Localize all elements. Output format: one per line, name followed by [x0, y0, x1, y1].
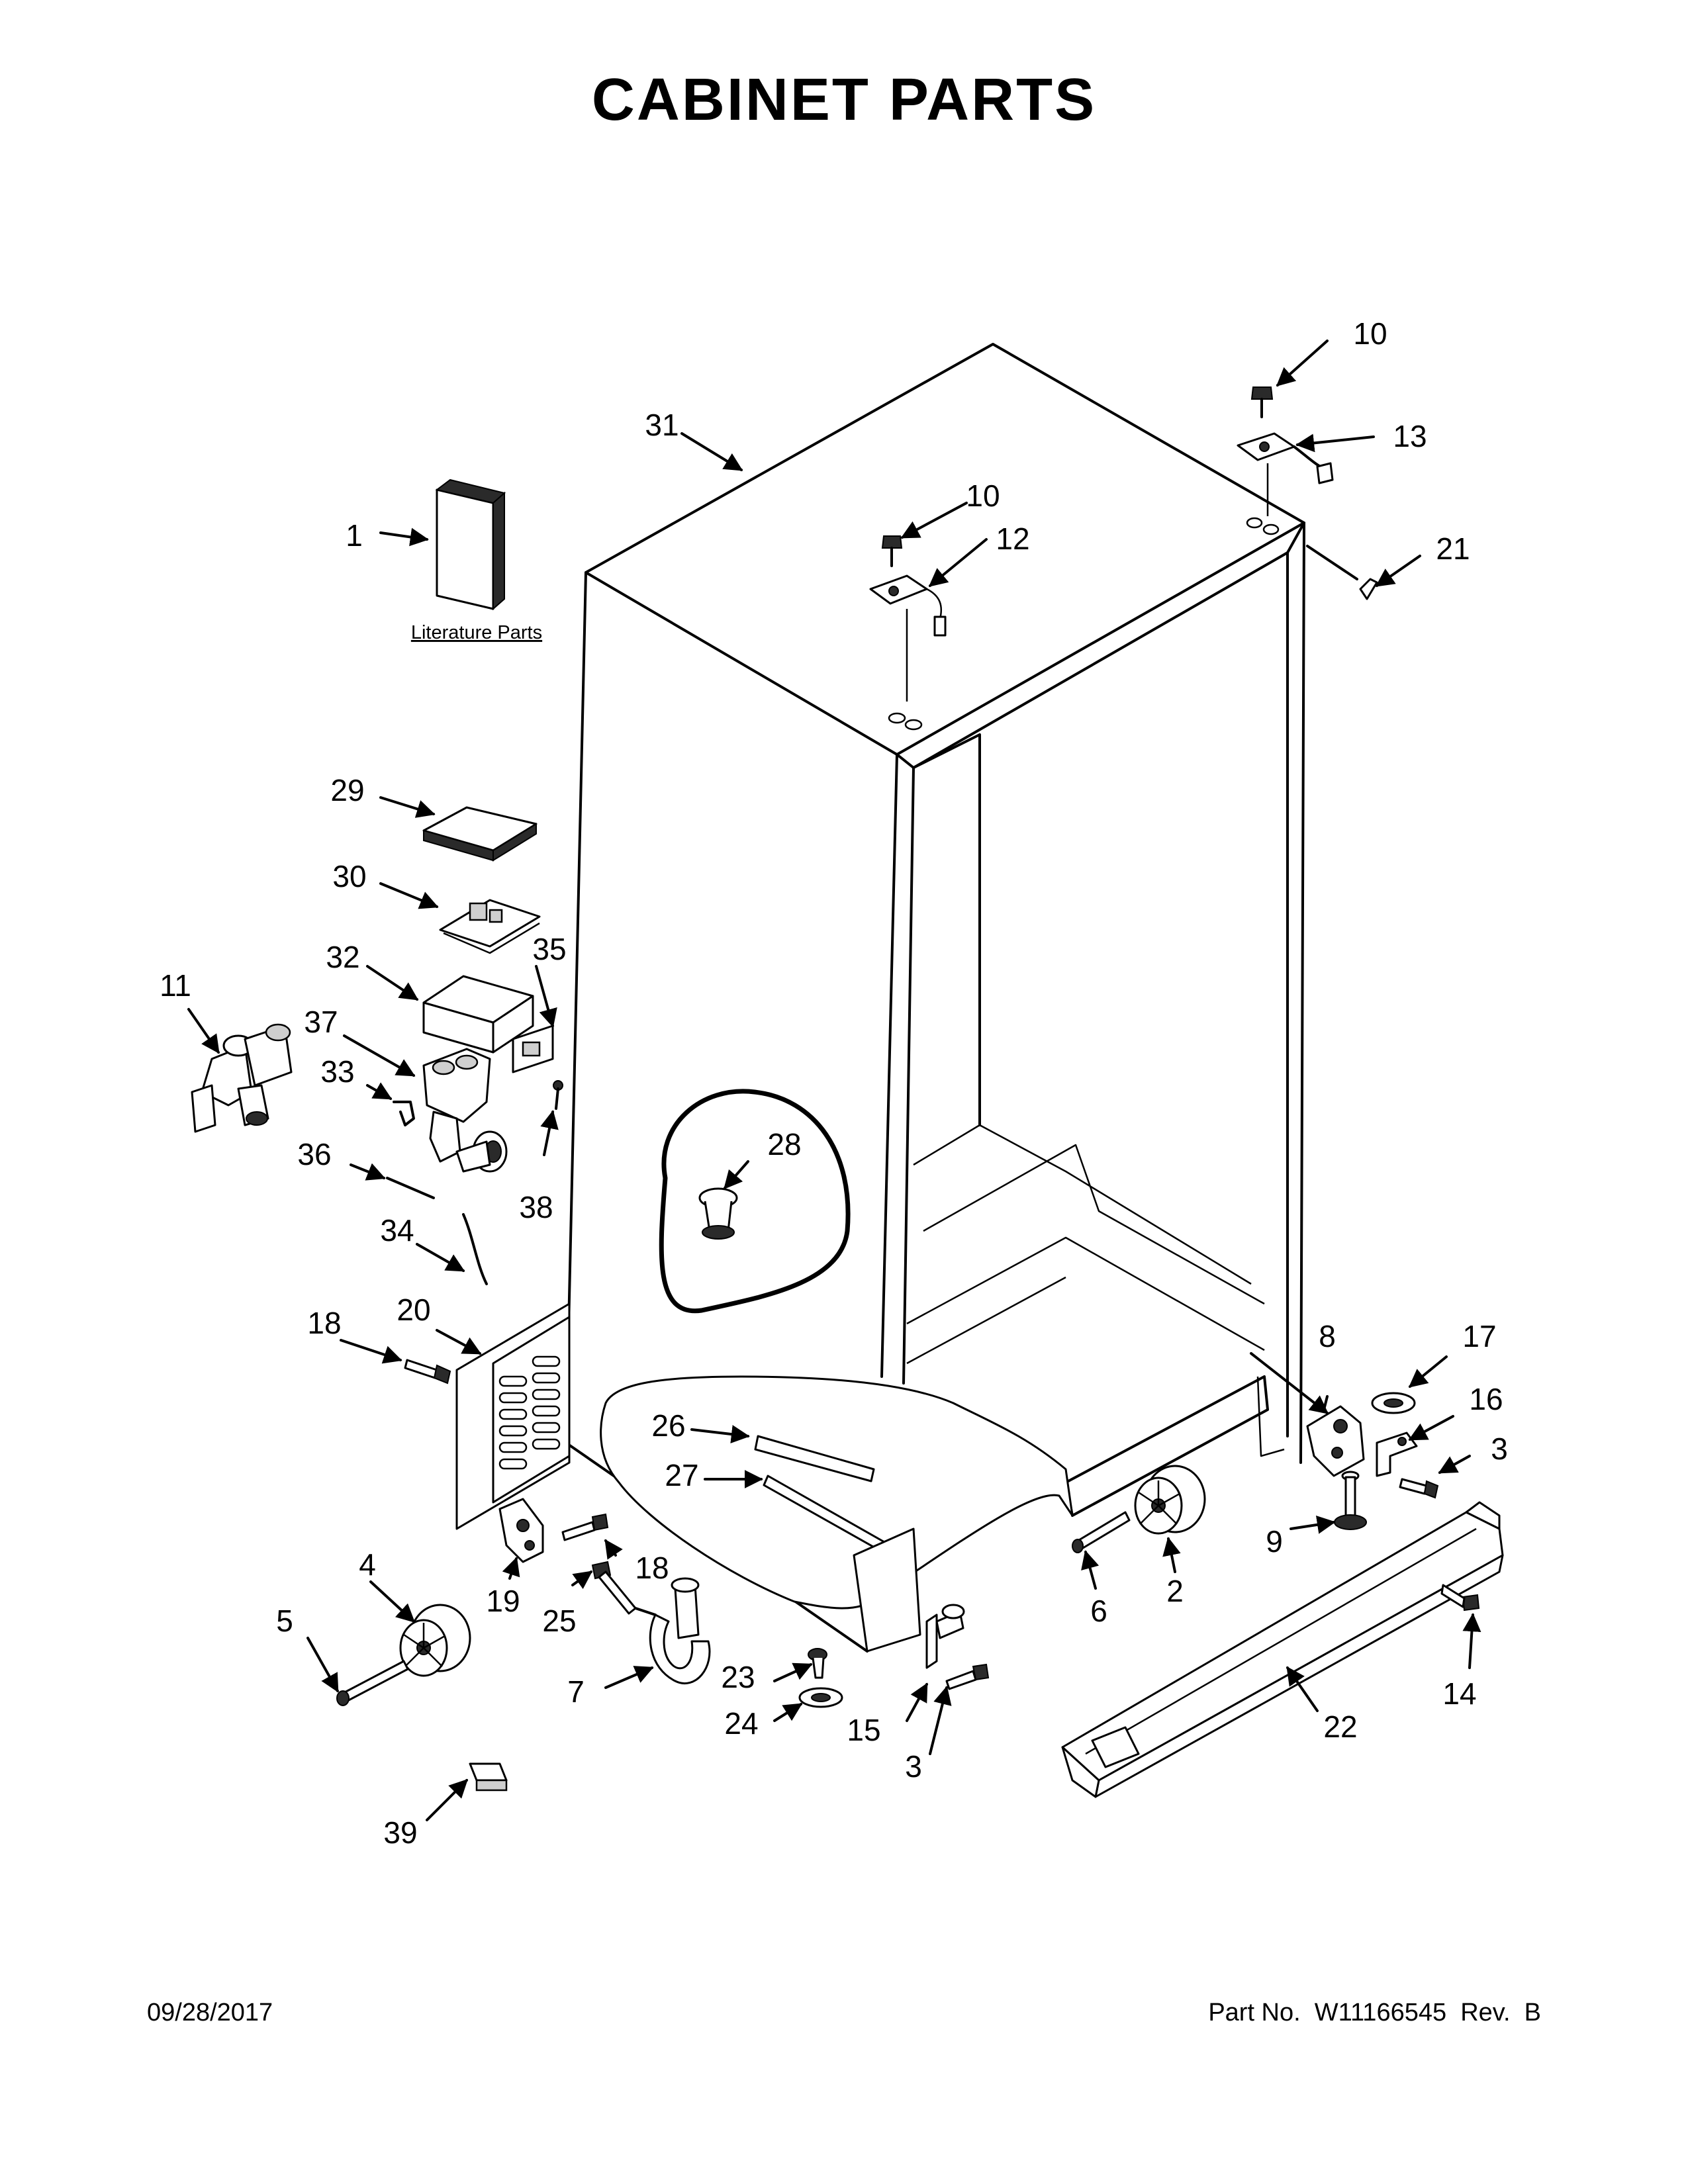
callout-24: 24 [724, 1706, 758, 1741]
washer-17 [1371, 1392, 1416, 1414]
tubing [462, 1213, 488, 1285]
callout-2: 2 [1166, 1574, 1184, 1608]
water-valve-assembly [422, 1048, 508, 1173]
callout-9: 9 [1266, 1524, 1283, 1559]
footer-part-number: Part No. W11166545 Rev. B [1208, 1999, 1541, 2026]
cutaway-window [659, 1089, 851, 1314]
callout-4: 4 [359, 1547, 376, 1582]
callout-30: 30 [332, 859, 366, 893]
hinge-bracket-16 [1376, 1432, 1418, 1477]
screw-25 [591, 1561, 637, 1615]
control-board [439, 899, 541, 954]
callout-12: 12 [996, 522, 1029, 556]
screw-3-lower [945, 1663, 990, 1690]
callout-27: 27 [665, 1458, 698, 1492]
callout-39: 39 [383, 1815, 417, 1850]
roller-right [1134, 1465, 1206, 1535]
screw-10-center [881, 535, 903, 567]
callout-22: 22 [1323, 1709, 1357, 1744]
leveling-leg-9 [1334, 1471, 1367, 1530]
drain-grommet [698, 1187, 738, 1240]
callout-19: 19 [486, 1584, 520, 1618]
callout-18-center: 18 [635, 1551, 669, 1585]
callout-17: 17 [1462, 1319, 1496, 1353]
callout-14: 14 [1442, 1676, 1476, 1711]
hinge-plate-8 [1306, 1405, 1365, 1477]
callout-28: 28 [767, 1127, 801, 1161]
callout-33: 33 [320, 1054, 354, 1089]
callout-37: 37 [304, 1005, 338, 1039]
clip [393, 1101, 415, 1126]
callout-16: 16 [1469, 1382, 1503, 1416]
clip-21 [1306, 545, 1378, 600]
callout-18-left: 18 [307, 1306, 341, 1340]
callout-5: 5 [276, 1604, 293, 1638]
callout-13: 13 [1393, 419, 1427, 453]
callout-23: 23 [721, 1660, 755, 1694]
screw-center [561, 1513, 609, 1541]
callout-29: 29 [330, 773, 364, 807]
pin [386, 1177, 435, 1199]
screw-left [404, 1359, 451, 1385]
mounting-bracket [512, 1024, 554, 1073]
leader-arrows [187, 340, 1481, 1821]
callout-21: 21 [1436, 531, 1470, 566]
callout-7: 7 [567, 1674, 585, 1709]
drain-trap [634, 1577, 711, 1684]
callout-35: 35 [532, 932, 566, 966]
screw-14 [1440, 1584, 1480, 1612]
roller-left [399, 1604, 471, 1677]
callout-36: 36 [297, 1137, 331, 1171]
page-title: CABINET PARTS [591, 67, 1097, 133]
screw-3-upper [1399, 1478, 1439, 1499]
callout-8: 8 [1319, 1319, 1336, 1353]
callout-3-lower: 3 [905, 1749, 922, 1784]
hinge-13 [1237, 432, 1334, 516]
inlet-water-valve [191, 1023, 293, 1133]
callout-11: 11 [160, 968, 191, 1003]
axle-right [1072, 1511, 1131, 1553]
washer-24 [798, 1687, 843, 1708]
screw-10-top [1250, 387, 1274, 418]
callout-34: 34 [380, 1213, 414, 1248]
hinge-bracket-15 [925, 1604, 965, 1669]
callout-38: 38 [519, 1190, 553, 1224]
callout-15: 15 [847, 1713, 880, 1747]
base-cutaway [600, 1375, 1074, 1610]
callout-1: 1 [346, 518, 363, 553]
callout-10-top: 10 [1353, 316, 1387, 351]
spacer-39 [469, 1762, 508, 1792]
callout-20: 20 [397, 1293, 430, 1327]
control-cover [422, 806, 538, 862]
callout-10-center: 10 [966, 478, 1000, 513]
screw [553, 1080, 563, 1110]
literature-parts-label: Literature Parts [411, 622, 542, 643]
callout-32: 32 [326, 940, 359, 974]
literature-booklet [435, 478, 506, 611]
hinge-12 [869, 574, 947, 702]
grommet-23 [808, 1648, 827, 1679]
callout-25: 25 [542, 1604, 576, 1638]
axle-left [336, 1660, 409, 1706]
control-housing [422, 975, 534, 1054]
callout-26: 26 [651, 1408, 685, 1443]
footer-date: 09/28/2017 [147, 1999, 273, 2026]
callout-3-right: 3 [1491, 1432, 1508, 1466]
callout-31: 31 [645, 408, 679, 442]
leveling-bracket [498, 1498, 544, 1563]
machine-compartment-cover [455, 1302, 571, 1530]
callout-numbers: 1 31 29 30 32 37 11 33 35 38 36 34 20 18… [160, 316, 1508, 1850]
callout-6: 6 [1090, 1594, 1107, 1628]
